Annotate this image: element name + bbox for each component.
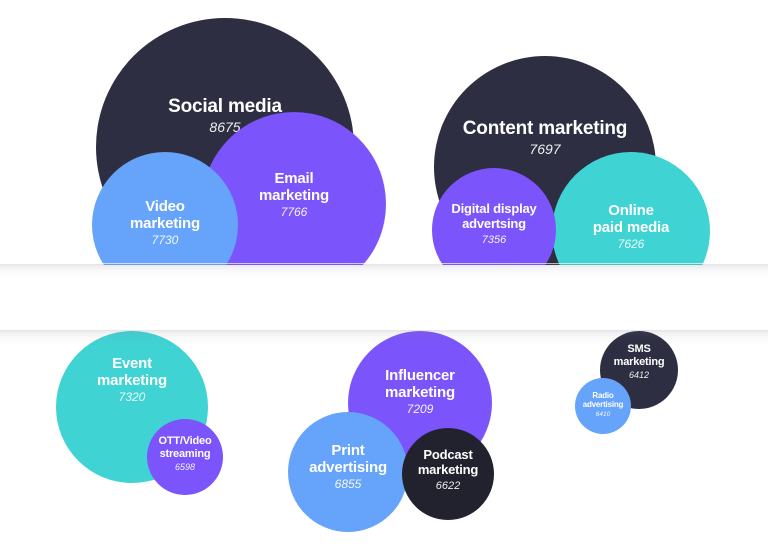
bubble-value: 8675 [209, 118, 241, 135]
bubble-value: 6598 [174, 462, 196, 473]
bubble-label: Social media [168, 96, 282, 117]
bubble-label: OTT/Video streaming [158, 435, 212, 460]
bubble-label: Content marketing [462, 118, 628, 139]
bubble-value: 6622 [435, 479, 461, 492]
bubble-ott-video-streaming[interactable]: OTT/Video streaming 6598 [147, 419, 223, 495]
bubble-label: Podcast marketing [417, 447, 479, 477]
bubble-value: 7626 [617, 237, 645, 252]
bubble-label: Email marketing [259, 170, 329, 205]
bubble-value: 7356 [481, 233, 507, 246]
bubble-label: Radio advertising [582, 391, 624, 410]
bubble-value: 6855 [334, 477, 362, 492]
bubble-value: 7320 [118, 390, 146, 405]
bubble-label: SMS marketing [613, 343, 665, 368]
bubble-podcast-marketing[interactable]: Podcast marketing 6622 [402, 428, 494, 520]
bubble-value: 7209 [406, 402, 434, 417]
bubble-value: 7697 [529, 140, 561, 157]
row-top-baseline-shadow [0, 263, 768, 280]
bubble-value: 6412 [628, 370, 650, 381]
bubble-label: Print advertising [309, 442, 387, 477]
bubble-label: Online paid media [592, 202, 670, 237]
bubble-label: Digital display advertsing [451, 201, 537, 231]
bubble-digital-display-advertsing[interactable]: Digital display advertsing 7356 [432, 168, 556, 265]
bubble-value: 7766 [280, 205, 308, 220]
bubble-label: Event marketing [97, 355, 167, 390]
bubble-label: Video marketing [130, 198, 200, 233]
bubble-label: Influencer marketing [385, 367, 455, 402]
bubble-value: 6410 [595, 411, 611, 419]
bubble-value: 7730 [151, 233, 179, 248]
